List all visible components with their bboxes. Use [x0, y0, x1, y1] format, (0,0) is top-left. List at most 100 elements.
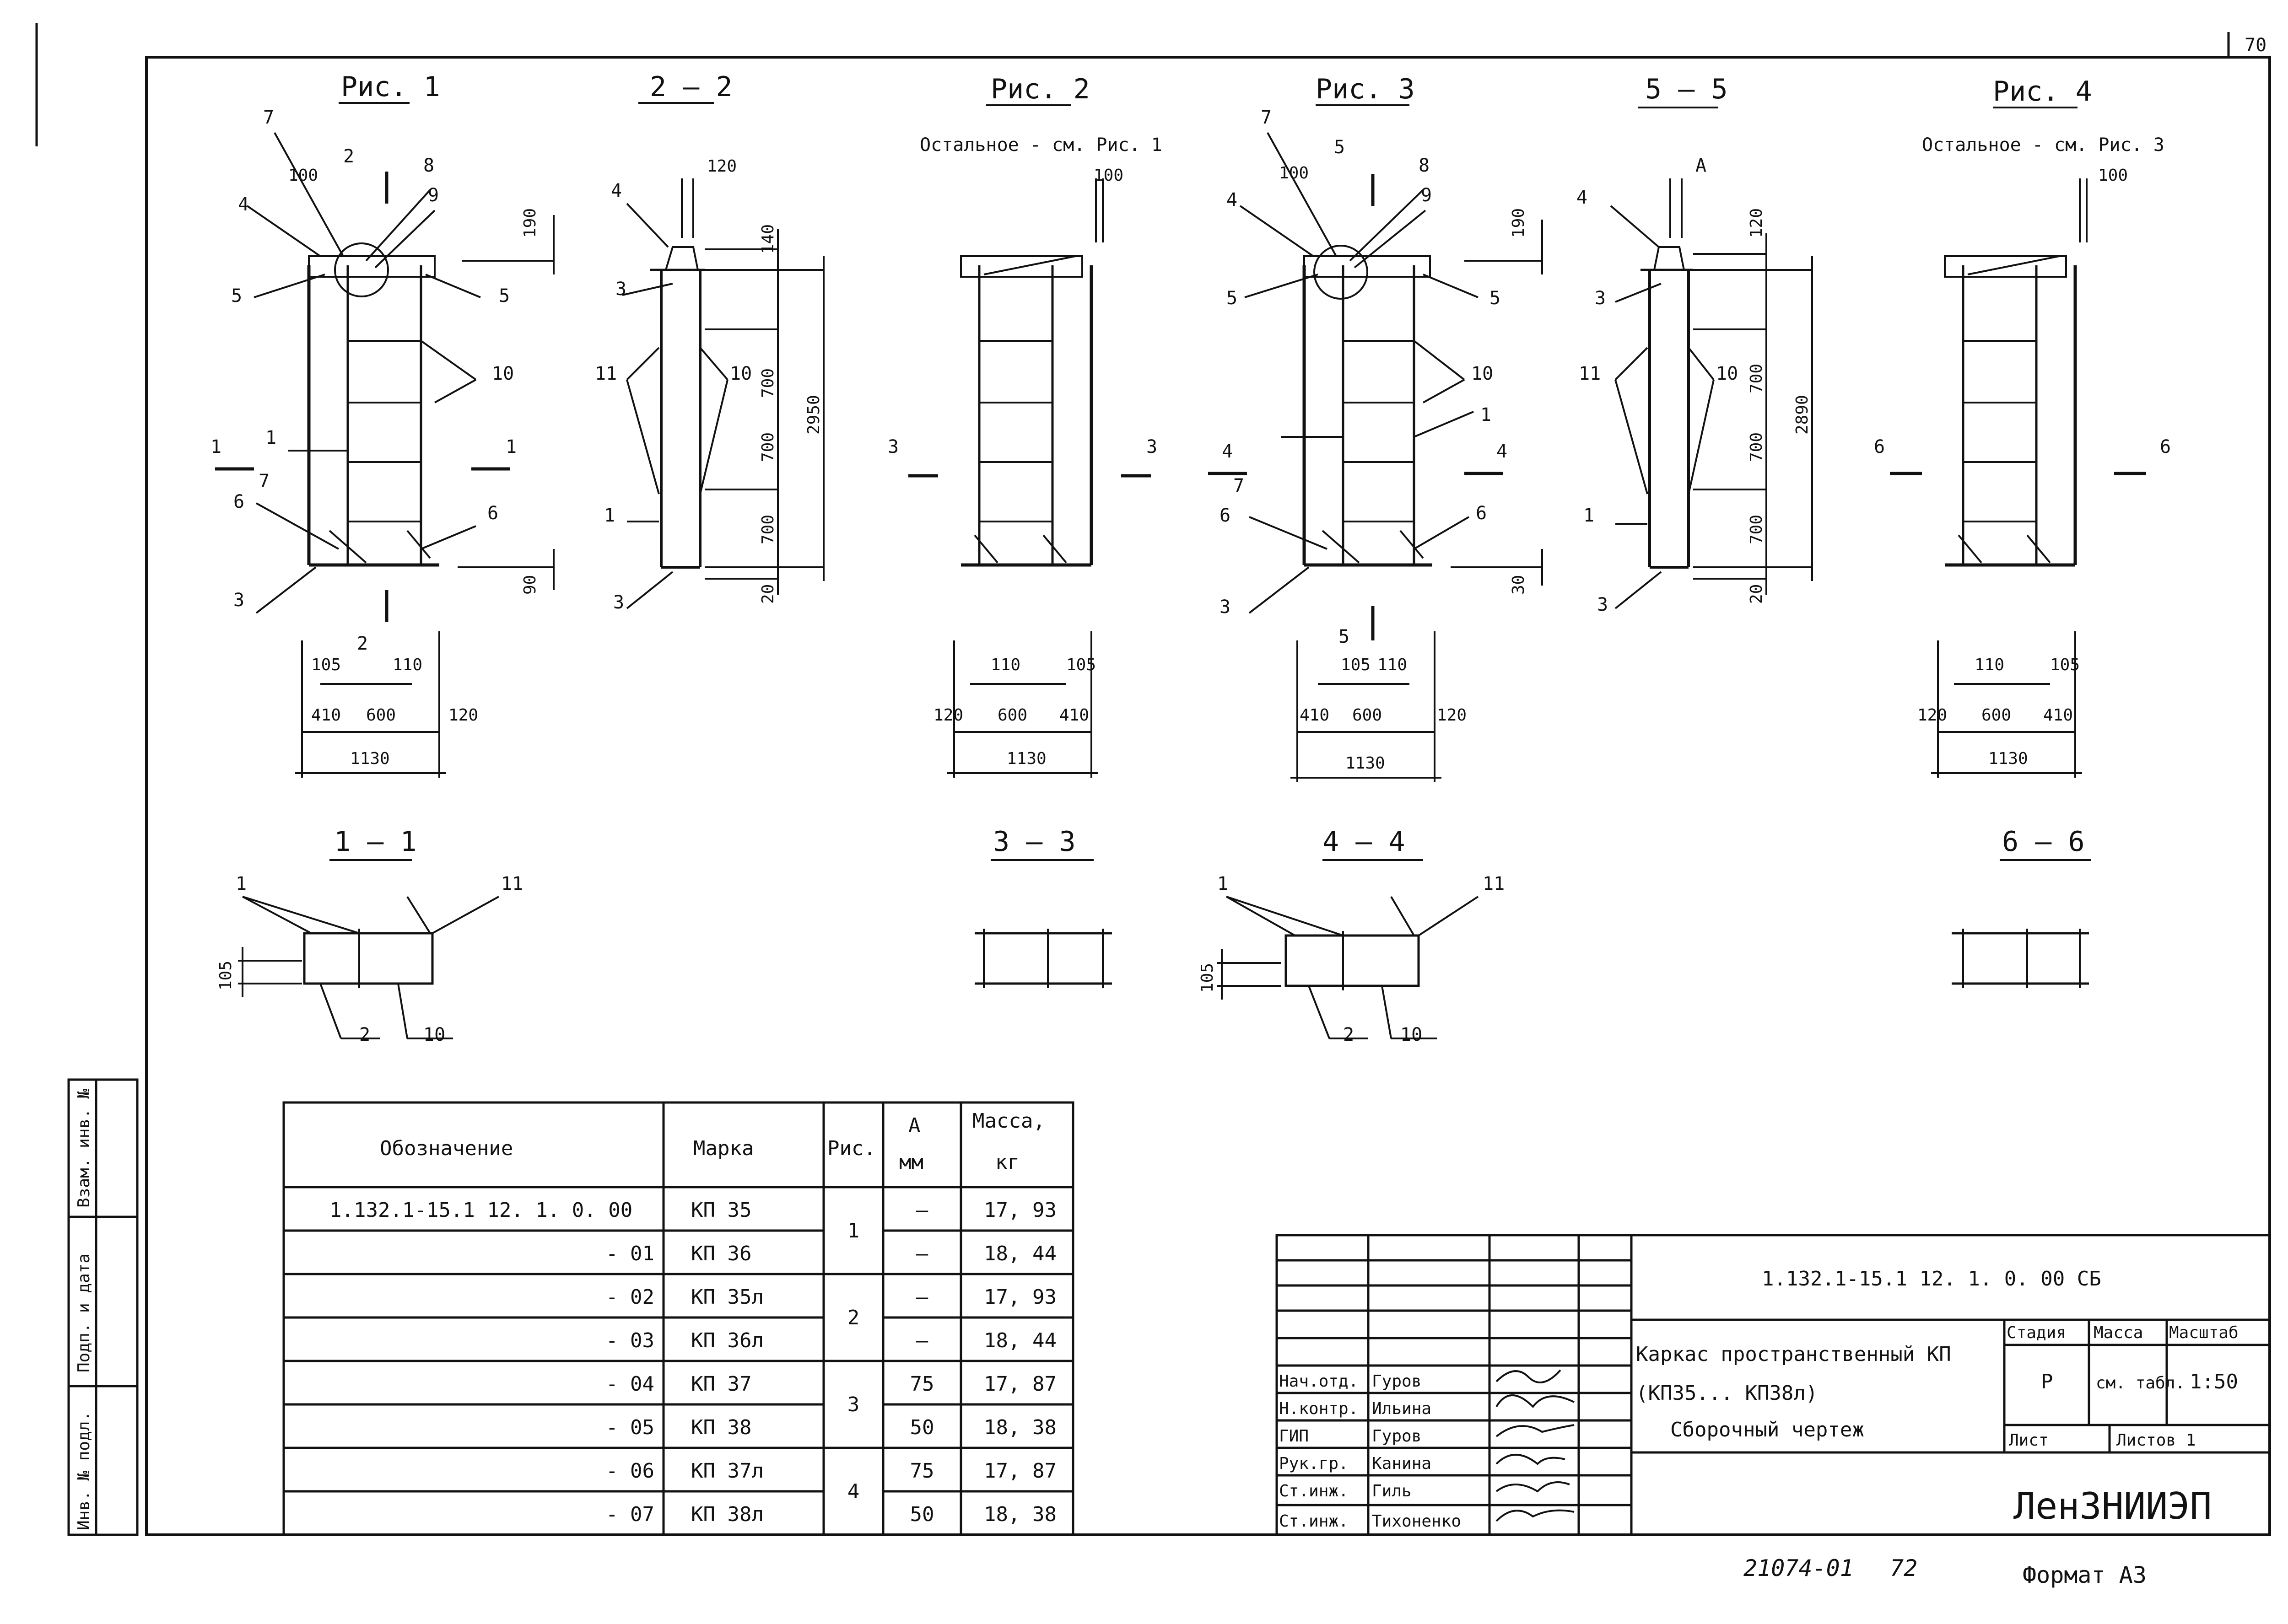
- callout-3: 3: [615, 279, 626, 300]
- callout-9: 9: [428, 185, 439, 206]
- figure-3-title: Рис. 3: [1316, 73, 1415, 105]
- section-2-2-labels: 2 — 2 120 4 3 11 10 1 3 140 700 700 700 …: [595, 71, 823, 613]
- row-designation: - 06: [606, 1459, 654, 1483]
- section-5-5-labels: 5 — 5 А 4 3 11 10 1 3 120 700 700 700 20…: [1576, 73, 1812, 615]
- dim-w1: 120: [1917, 706, 1947, 725]
- dim-total-width: 1130: [350, 749, 390, 768]
- dim-2-2-s2: 700: [759, 432, 777, 462]
- row-fig: 4: [847, 1480, 860, 1503]
- section-mark-3b: 3: [1146, 436, 1157, 457]
- row-mark: КП 38л: [691, 1503, 764, 1526]
- title-line-3: Сборочный чертеж: [1670, 1418, 1864, 1441]
- callout-10: 10: [492, 363, 514, 384]
- figure-3: [1208, 104, 1543, 782]
- section-3-3-title: 3 — 3: [993, 826, 1076, 858]
- row-mark: КП 37л: [691, 1459, 764, 1483]
- dim-top-height: 190: [521, 208, 540, 238]
- header-a: А: [908, 1114, 921, 1137]
- dim-w2: 600: [998, 706, 1027, 725]
- scale-value: 1:50: [2190, 1370, 2238, 1393]
- section-6-6-labels: 6 — 6: [2002, 826, 2085, 858]
- dim-total-width: 1130: [1988, 749, 2028, 768]
- figure-2: [908, 104, 1151, 778]
- row-a: —: [916, 1199, 928, 1222]
- callout-10: 10: [1400, 1024, 1422, 1045]
- callout-10: 10: [730, 363, 752, 384]
- sheet-frame: [35, 23, 2271, 1536]
- callout-11: 11: [1579, 363, 1601, 384]
- dim-2-2-s3: 700: [759, 515, 777, 544]
- callout-5b: 5: [1489, 288, 1500, 309]
- section-3-3: [975, 859, 1112, 988]
- dim-w3: 120: [448, 706, 478, 725]
- section-6-6-title: 6 — 6: [2002, 826, 2085, 858]
- callout-8: 8: [423, 155, 434, 176]
- side-stamp: [67, 1078, 139, 1536]
- dim-left: 110: [1975, 656, 2004, 674]
- dim-2-2-bottom: 20: [759, 584, 777, 604]
- row-a: 75: [910, 1459, 934, 1483]
- signatures: [1495, 1369, 1575, 1522]
- format-label: Формат А3: [2023, 1562, 2147, 1588]
- row-mark: КП 36: [691, 1242, 751, 1265]
- stage-value: Р: [2041, 1370, 2053, 1393]
- section-6-6: [1952, 859, 2091, 988]
- dim-left: 105: [1341, 656, 1371, 674]
- section-mark-4: 4: [1222, 441, 1233, 462]
- spec-table-text: Обозначение Марка Рис. А мм Масса, кг: [380, 1109, 1045, 1174]
- dim-top-offset: 100: [288, 166, 318, 185]
- figure-4: [1890, 107, 2146, 778]
- person-name: Гуров: [1372, 1427, 1421, 1446]
- callout-2: 2: [359, 1024, 370, 1045]
- callout-5: 5: [1226, 288, 1237, 309]
- dim-total-width: 1130: [1007, 749, 1047, 768]
- section-mark-6b: 6: [2160, 436, 2171, 457]
- person-name: Канина: [1372, 1454, 1431, 1473]
- row-mass: 18, 38: [984, 1503, 1057, 1526]
- callout-7: 7: [1261, 107, 1272, 128]
- section-2-2-title: 2 — 2: [650, 71, 733, 103]
- row-fig: 1: [847, 1219, 860, 1242]
- header-mark: Марка: [693, 1137, 754, 1160]
- title-block-text: 1.132.1-15.1 12. 1. 0. 00 СБ Каркас прос…: [1636, 1267, 2239, 1527]
- callout-3: 3: [1220, 597, 1230, 618]
- dim-right: 110: [1377, 656, 1407, 674]
- figure-2-labels: Рис. 2 Остальное - см. Рис. 1 100 3 3 11…: [888, 73, 1162, 768]
- title-block: [1275, 1234, 2271, 1536]
- callout-1: 1: [265, 427, 276, 448]
- spec-table: [282, 1101, 1074, 1536]
- figure-4-title: Рис. 4: [1993, 75, 2092, 108]
- header-mass: Масса,: [972, 1109, 1045, 1133]
- callout-7: 7: [263, 107, 274, 128]
- figure-2-note: Остальное - см. Рис. 1: [920, 134, 1162, 156]
- figure-4-note: Остальное - см. Рис. 3: [1922, 134, 2164, 156]
- row-mark: КП 35: [691, 1199, 751, 1222]
- dim-bottom-height: 30: [1509, 575, 1528, 595]
- section-4-4: [1217, 859, 1479, 1039]
- callout-4: 4: [1576, 187, 1587, 208]
- callout-1: 1: [1583, 505, 1594, 526]
- dim-w3: 410: [2043, 706, 2073, 725]
- row-mass: 17, 93: [984, 1199, 1057, 1222]
- callout-3b: 3: [1597, 594, 1608, 615]
- person-name: Гуров: [1372, 1372, 1421, 1391]
- callout-10: 10: [423, 1024, 445, 1045]
- section-4-4-labels: 4 — 4 1 11 2 10 105: [1198, 826, 1505, 1045]
- callout-4: 4: [1226, 189, 1237, 210]
- dim-top-offset: 100: [1279, 164, 1309, 183]
- row-designation: - 04: [606, 1372, 654, 1396]
- section-5-5: [1610, 107, 1813, 609]
- section-mark-4b: 4: [1496, 441, 1507, 462]
- section-4-4-title: 4 — 4: [1322, 826, 1405, 858]
- dim-bottom-height: 90: [521, 575, 540, 595]
- row-a: —: [916, 1285, 928, 1309]
- row-mass: 17, 87: [984, 1459, 1057, 1483]
- bottom-code-suffix: 72: [1890, 1555, 1917, 1581]
- callout-6: 6: [233, 491, 244, 512]
- row-designation: - 02: [606, 1285, 654, 1309]
- callout-7b: 7: [1233, 475, 1244, 496]
- callout-6: 6: [1220, 505, 1230, 526]
- dim-w2: 600: [366, 706, 396, 725]
- section-mark-5: 5: [1334, 137, 1345, 158]
